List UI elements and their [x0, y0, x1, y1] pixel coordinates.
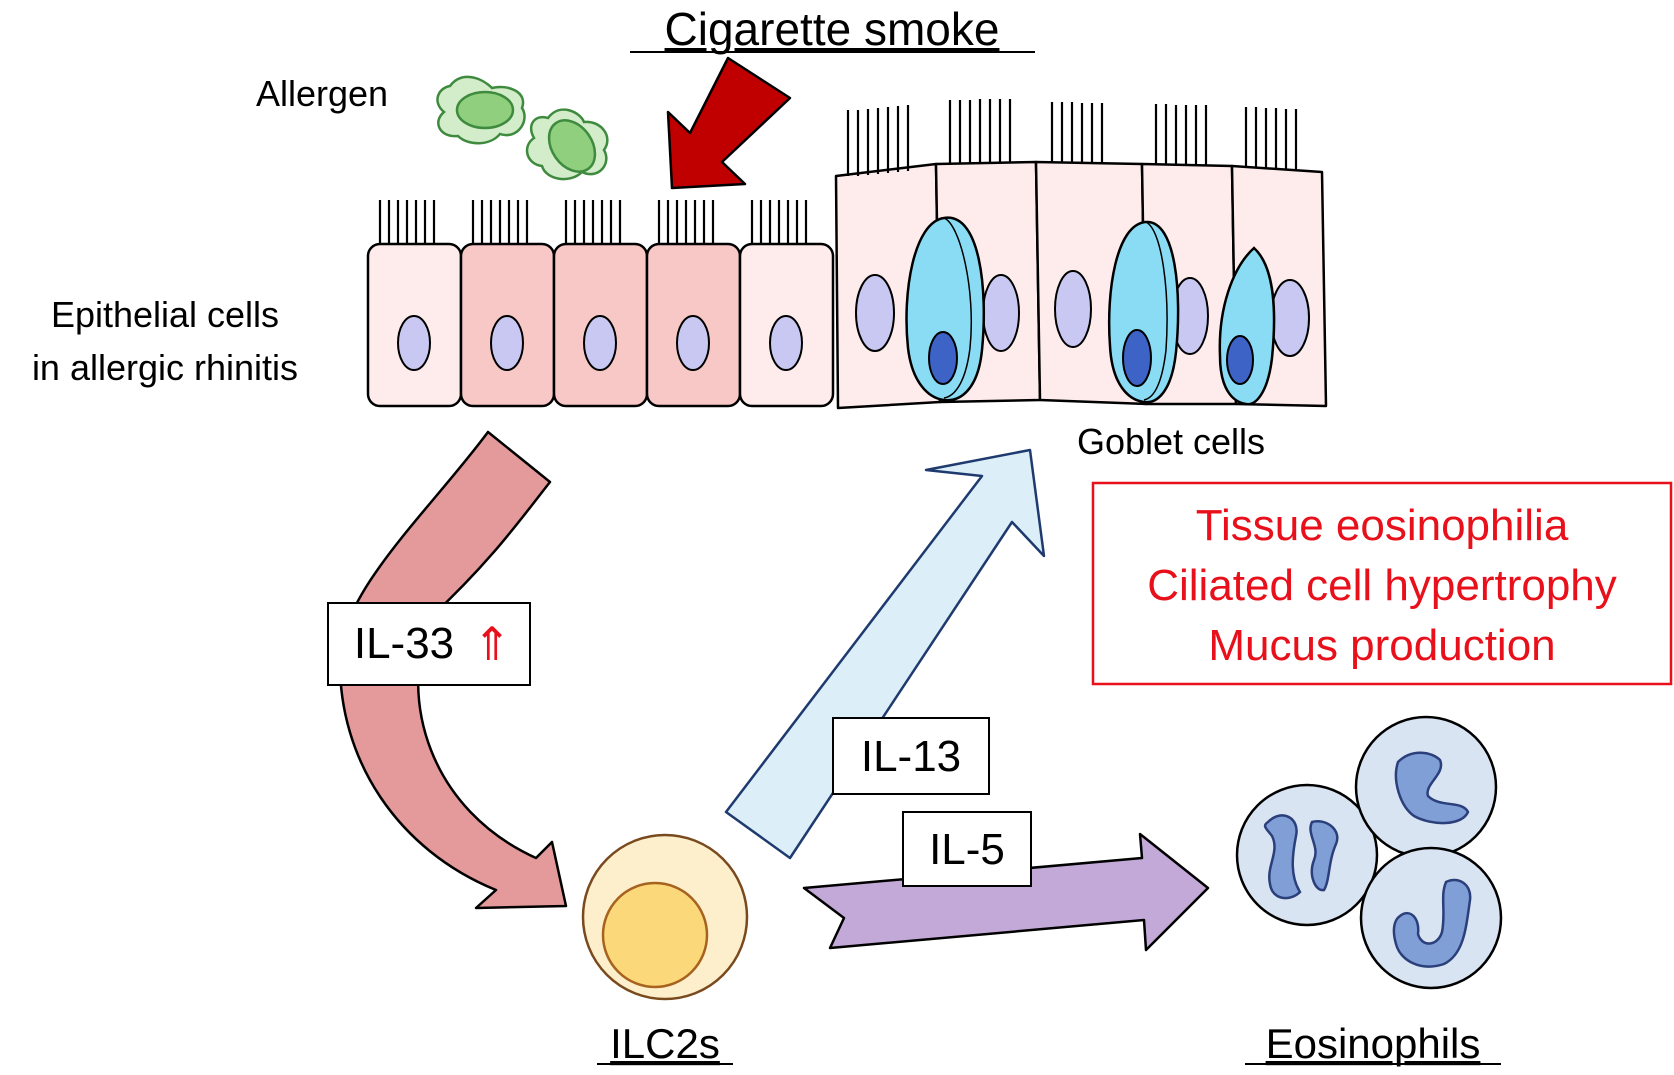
allergen-particle-2 [525, 108, 609, 181]
il33-up-arrow-icon: ⇑ [473, 618, 512, 670]
ciliated-cell-4 [645, 200, 742, 408]
eosinophils-label: Eosinophils [1266, 1020, 1481, 1067]
il5-arrow [802, 832, 1210, 952]
ilc2-cell [581, 833, 749, 1001]
ciliated-cell-3 [552, 200, 649, 408]
allergen-label: Allergen [256, 73, 388, 114]
il13-arrow [724, 448, 1046, 860]
goblet-cells-label: Goblet cells [1077, 421, 1265, 462]
il13-label-box [832, 717, 990, 795]
epithelial-label-line1: Epithelial cells [51, 294, 279, 335]
il13-label: IL-13 [861, 732, 961, 781]
il33-arrow [338, 430, 568, 910]
il33-label-box [327, 602, 531, 686]
eosinophil-3 [1359, 846, 1503, 990]
effect-mucus-production: Mucus production [1208, 621, 1555, 670]
goblet-cell-2 [1107, 220, 1180, 404]
effect-ciliated-hypertrophy: Ciliated cell hypertrophy [1147, 561, 1617, 610]
goblet-cell-3 [1218, 246, 1276, 406]
ilc2s-label: ILC2s [610, 1020, 720, 1067]
ciliated-cell-5 [738, 200, 835, 408]
effect-tissue-eosinophilia: Tissue eosinophilia [1196, 501, 1569, 550]
il5-label: IL-5 [929, 825, 1005, 874]
smoke-arrow [666, 56, 792, 190]
title-cigarette-smoke: Cigarette smoke [665, 3, 1000, 55]
allergen-particle-1 [436, 75, 526, 145]
il33-label: IL-33 [354, 619, 454, 668]
ciliated-cell-2 [459, 200, 556, 408]
goblet-cell-1 [905, 216, 986, 402]
epithelial-label-line2: in allergic rhinitis [32, 347, 298, 388]
ciliated-cell-1 [366, 200, 463, 408]
eosinophil-1 [1235, 783, 1379, 927]
il5-label-box [902, 811, 1032, 887]
effects-box [1091, 481, 1673, 686]
eosinophil-2 [1354, 715, 1498, 859]
